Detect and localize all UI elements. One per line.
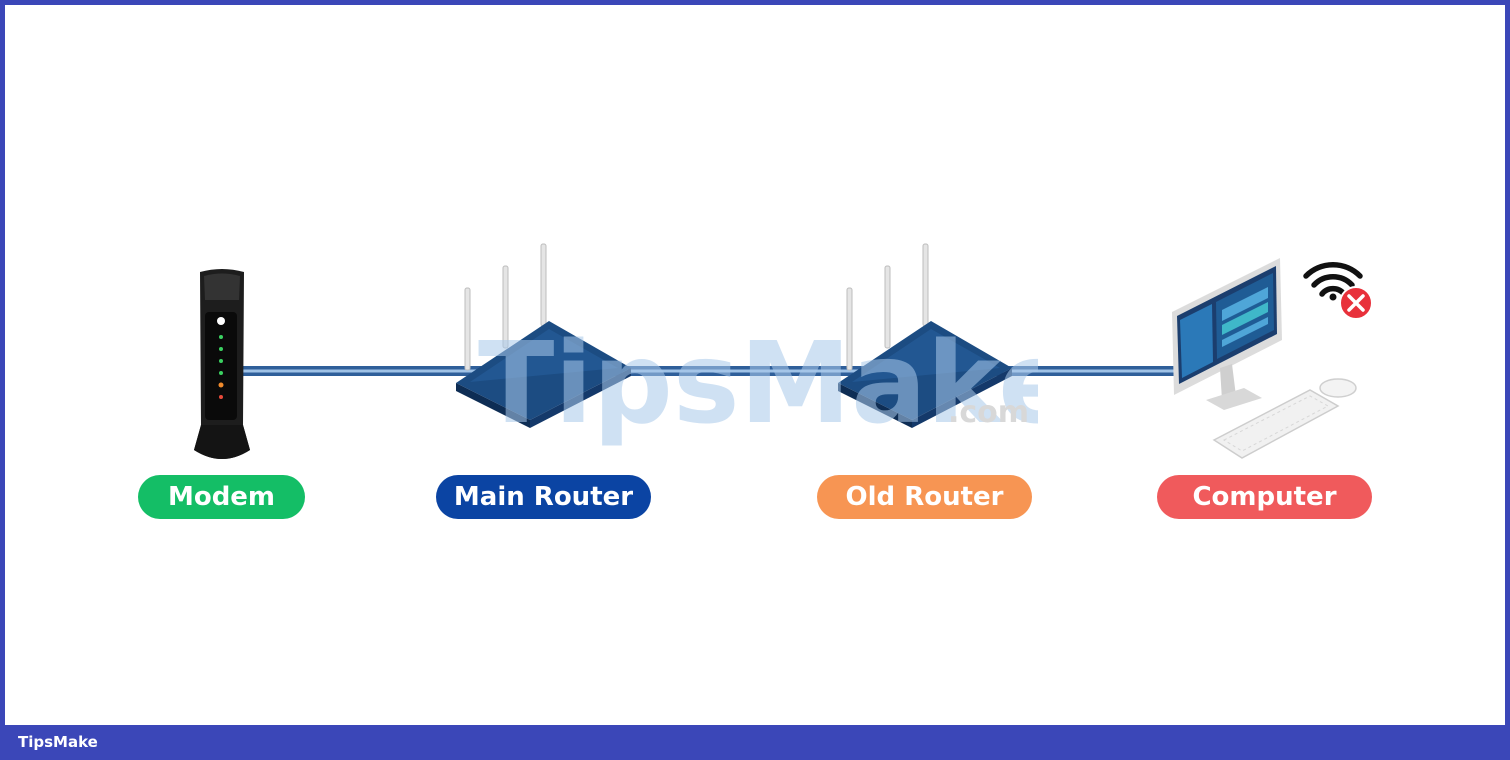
diagram-canvas [5,5,1505,725]
connection-cable [235,366,1175,376]
old-router-label: Old Router [817,475,1032,519]
modem-label: Modem [138,475,305,519]
desktop-computer-icon [1172,258,1357,459]
router-icon [838,243,1012,428]
watermark: TipsMake .com [478,319,1038,449]
computer-label: Computer [1157,475,1372,519]
main-router-label: Main Router [436,475,651,519]
router-icon [456,243,631,428]
wifi-disconnected-icon [1303,261,1373,320]
footer-brand: TipsMake [18,733,98,751]
modem-icon [194,269,250,459]
watermark-text: TipsMake [478,319,1038,449]
watermark-suffix: .com [948,395,1029,430]
footer-bar: TipsMake [0,726,1510,760]
